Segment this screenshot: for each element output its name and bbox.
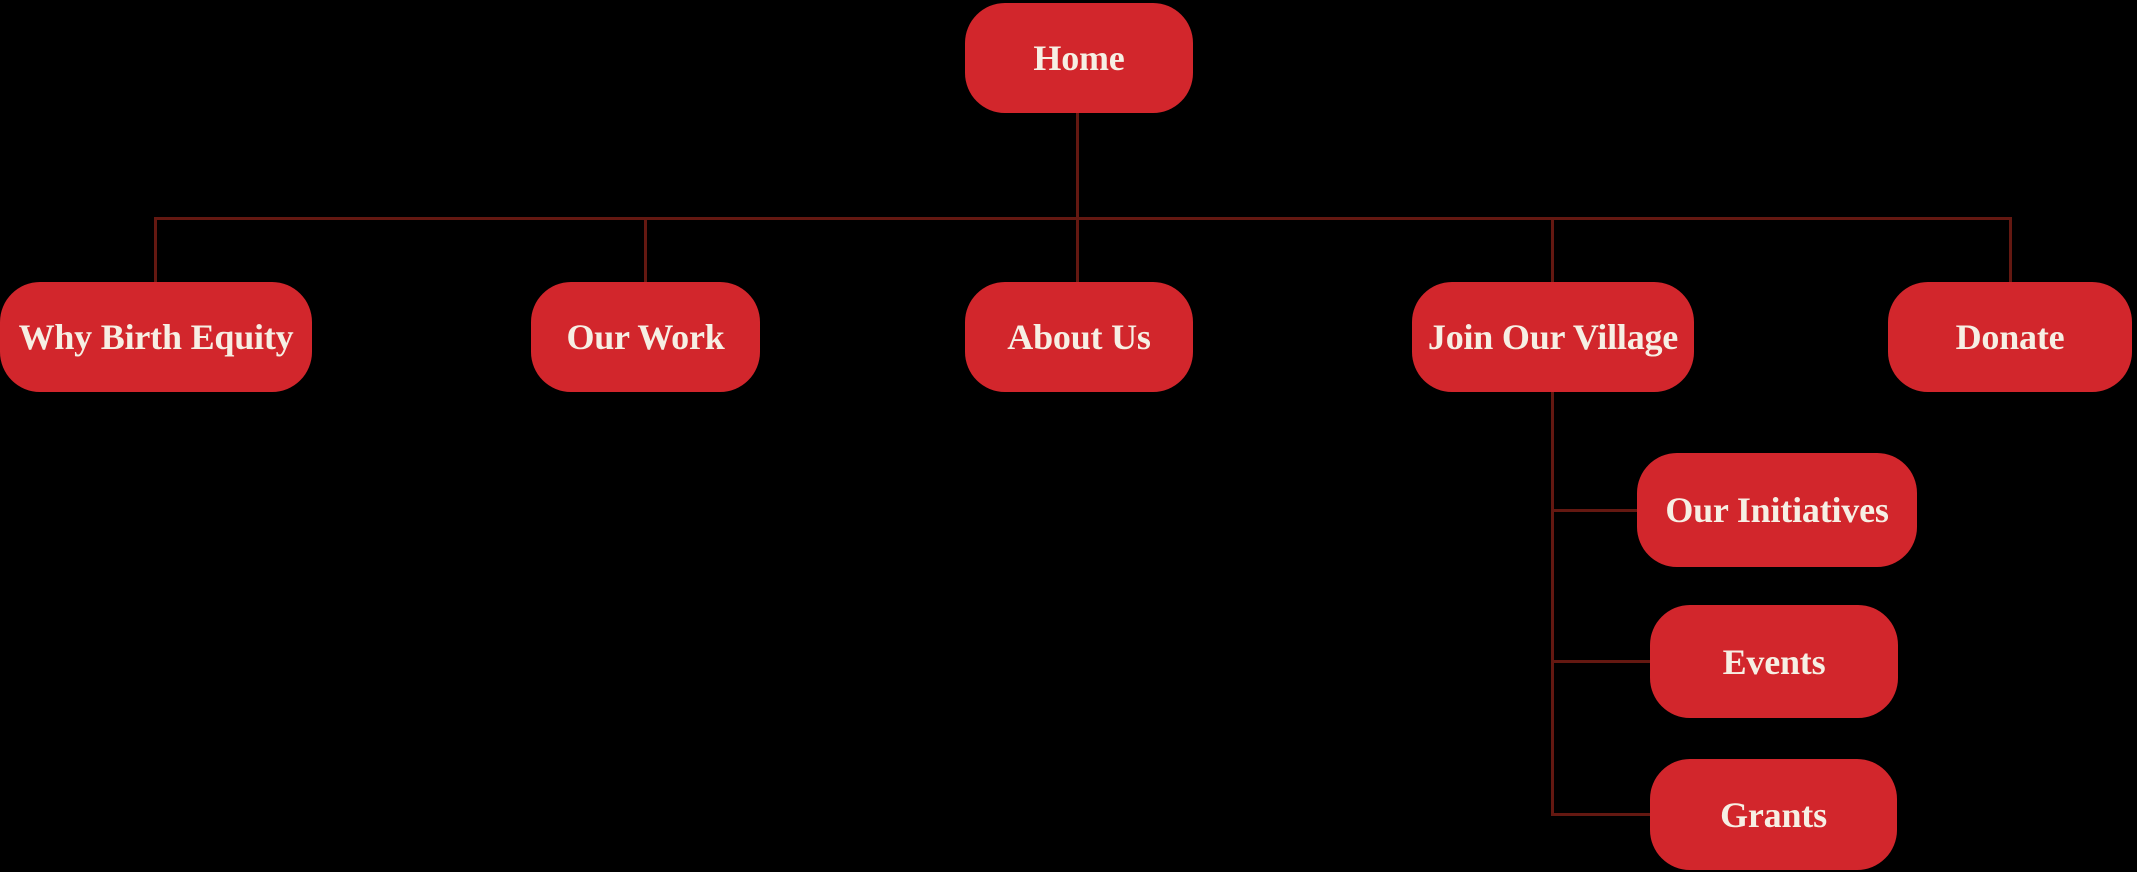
connector-stub-events: [1551, 660, 1650, 663]
connector-home-drop: [1076, 113, 1079, 282]
connector-join-our-village-trunk: [1551, 392, 1554, 816]
connector-drop-donate: [2009, 217, 2012, 282]
node-donate[interactable]: Donate: [1888, 282, 2132, 392]
node-home[interactable]: Home: [965, 3, 1193, 113]
connector-stub-our-initiatives: [1551, 509, 1637, 512]
connector-drop-join-our-village: [1551, 217, 1554, 282]
connector-level1-horizontal: [154, 217, 2012, 220]
connector-drop-why-birth-equity: [154, 217, 157, 282]
connector-drop-our-work: [644, 217, 647, 282]
node-events[interactable]: Events: [1650, 605, 1898, 718]
node-grants[interactable]: Grants: [1650, 759, 1897, 870]
node-why-birth-equity[interactable]: Why Birth Equity: [0, 282, 312, 392]
node-our-work[interactable]: Our Work: [531, 282, 760, 392]
connector-stub-grants: [1551, 813, 1650, 816]
node-join-our-village[interactable]: Join Our Village: [1412, 282, 1694, 392]
node-about-us[interactable]: About Us: [965, 282, 1193, 392]
node-our-initiatives[interactable]: Our Initiatives: [1637, 453, 1917, 567]
